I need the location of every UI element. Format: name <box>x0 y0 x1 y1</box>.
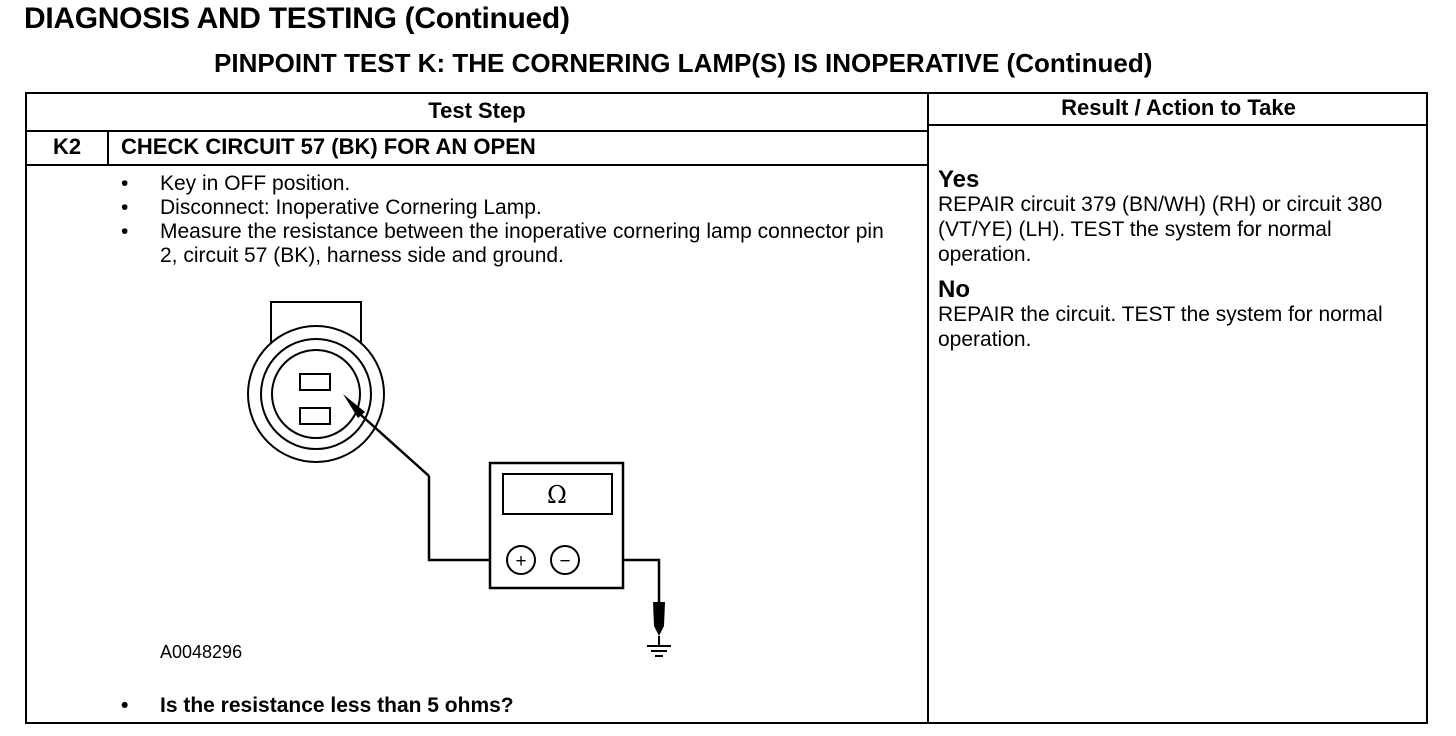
list-item: Disconnect: Inoperative Cornering Lamp. <box>115 196 905 220</box>
negative-terminal: − <box>559 551 570 572</box>
result-text: REPAIR circuit 379 (BN/WH) (RH) or circu… <box>938 193 1383 266</box>
ohm-display: Ω <box>547 481 567 509</box>
result-yes: Yes REPAIR circuit 379 (BN/WH) (RH) or c… <box>938 168 1424 267</box>
lamp-connector-icon <box>247 301 385 463</box>
result-action-header: Result / Action to Take <box>929 94 1428 126</box>
ground-probe-icon <box>653 602 665 646</box>
page-title: DIAGNOSIS AND TESTING (Continued) <box>24 2 570 35</box>
test-probe-icon <box>343 394 430 477</box>
test-step-header: Test Step <box>27 94 927 132</box>
figure-id: A0048296 <box>160 642 243 662</box>
step-id: K2 <box>27 132 109 164</box>
positive-terminal: + <box>515 551 526 572</box>
step-instructions: Key in OFF position. Disconnect: Inopera… <box>115 172 905 268</box>
result-label: No <box>938 276 970 303</box>
test-table: Test Step Result / Action to Take K2 CHE… <box>25 92 1428 724</box>
ohmmeter-icon: Ω + − <box>488 461 625 590</box>
ground-symbol-icon <box>647 645 671 657</box>
result-text: REPAIR the circuit. TEST the system for … <box>938 303 1383 351</box>
ohmmeter-test-diagram: Ω + − <box>247 301 671 657</box>
list-item: Key in OFF position. <box>115 172 905 196</box>
step-title: CHECK CIRCUIT 57 (BK) FOR AN OPEN <box>121 134 536 159</box>
column-divider <box>927 94 929 722</box>
result-no: No REPAIR the circuit. TEST the system f… <box>938 278 1424 352</box>
pinpoint-test-title: PINPOINT TEST K: THE CORNERING LAMP(S) I… <box>214 48 1153 78</box>
step-row: K2 CHECK CIRCUIT 57 (BK) FOR AN OPEN <box>27 132 927 166</box>
list-item: Measure the resistance between the inope… <box>115 220 905 268</box>
test-question: Is the resistance less than 5 ohms? <box>115 694 514 718</box>
result-label: Yes <box>938 166 980 193</box>
